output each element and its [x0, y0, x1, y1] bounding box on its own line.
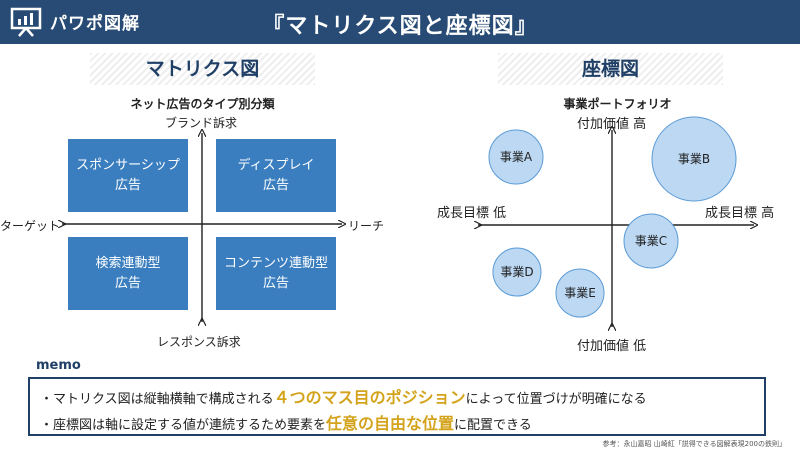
- header-bar: パワポ図解 『マトリクス図と座標図』: [0, 0, 800, 44]
- bubble-4: [492, 247, 542, 297]
- bubble-label-3: 事業C: [635, 234, 667, 248]
- reference-note: 参考：永山嘉昭 山崎紅「説得できる図解表現200の鉄則」: [602, 440, 786, 448]
- bubble-label-1: 事業A: [500, 150, 533, 164]
- quadrant-top-right: ディスプレイ 広告: [216, 139, 336, 212]
- coordinate-axis-left-label: 成長目標 低: [437, 206, 507, 221]
- logo-text: パワポ図解: [50, 14, 140, 34]
- memo-label: memo: [36, 358, 81, 373]
- memo-line-1: ・マトリクス図は縦軸横軸で構成される４つのマス目のポジションによって位置づけが明…: [40, 388, 647, 407]
- matrix-axis-top-label: ブランド訴求: [165, 116, 238, 130]
- coordinate-axis-bottom-label: 付加価値 低: [577, 339, 647, 354]
- bubble-label-4: 事業D: [500, 265, 533, 279]
- coordinate-axis-top-label: 付加価値 高: [577, 117, 647, 132]
- coordinate-axis-right-label: 成長目標 高: [705, 206, 775, 221]
- bubble-3: [623, 213, 679, 269]
- matrix-axis-bottom-label: レスポンス訴求: [157, 335, 241, 349]
- coordinate-section-title: 座標図: [498, 53, 723, 85]
- memo-line-2: ・座標図は軸に設定する値が連続するため要素を任意の自由な位置に配置できる: [40, 414, 532, 433]
- bubble-2: [651, 116, 737, 202]
- bubble-1: [488, 129, 544, 185]
- memo-box: ・マトリクス図は縦軸横軸で構成される４つのマス目のポジションによって位置づけが明…: [28, 377, 766, 436]
- bubble-label-2: 事業B: [678, 152, 710, 166]
- matrix-section-title: マトリクス図: [90, 53, 315, 85]
- quadrant-top-left: スポンサーシップ 広告: [68, 139, 188, 212]
- quadrant-bottom-right: コンテンツ連動型 広告: [216, 237, 336, 310]
- coordinate-subtitle: 事業ポートフォリオ: [563, 97, 672, 111]
- presentation-board-icon: [10, 7, 42, 37]
- matrix-axis-right-label: リーチ: [348, 219, 385, 233]
- matrix-axis-left-label: ターゲット: [0, 219, 61, 233]
- quadrant-bottom-left: 検索連動型 広告: [68, 237, 188, 310]
- bubble-5: [555, 268, 605, 318]
- matrix-subtitle: ネット広告のタイプ別分類: [130, 97, 275, 111]
- bubble-label-5: 事業E: [564, 286, 596, 300]
- page-title: 『マトリクス図と座標図』: [262, 14, 538, 39]
